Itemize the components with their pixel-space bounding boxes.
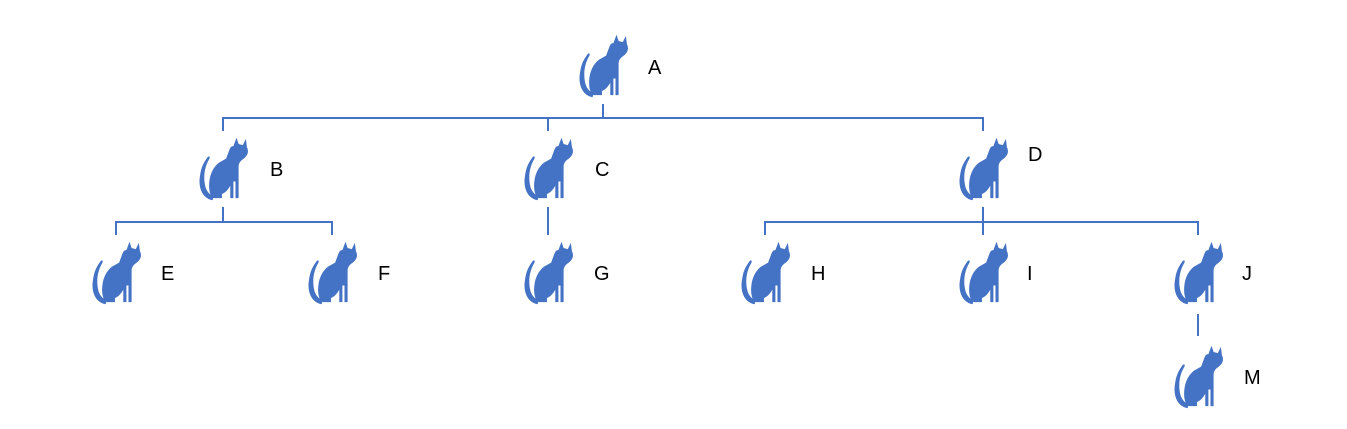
node-label: H (811, 263, 825, 285)
cat-icon (959, 241, 1008, 305)
connectors (115, 104, 1199, 336)
tree-node-i: I (959, 241, 1033, 305)
node-label: I (1027, 263, 1033, 285)
node-label: J (1242, 263, 1252, 285)
node-label: E (161, 263, 174, 285)
node-label: C (595, 159, 609, 181)
cat-icon (199, 137, 248, 201)
node-label: M (1244, 367, 1261, 389)
tree-node-f: F (308, 241, 390, 305)
cat-icon (308, 241, 357, 305)
cat-icon (92, 241, 141, 305)
cat-icon (959, 137, 1008, 201)
tree-node-c: C (524, 137, 609, 201)
node-label: D (1028, 144, 1042, 166)
tree-node-g: G (524, 241, 610, 305)
node-label: G (594, 263, 610, 285)
cat-icon (524, 241, 573, 305)
cat-icon (1174, 241, 1223, 305)
node-label: A (648, 57, 662, 79)
tree-node-b: B (199, 137, 283, 201)
cat-icon (579, 34, 628, 98)
cat-icon (741, 241, 790, 305)
node-label: F (378, 263, 390, 285)
cat-icon (1174, 345, 1223, 409)
tree-node-j: J (1174, 241, 1252, 305)
tree-node-m: M (1174, 345, 1261, 409)
tree-node-e: E (92, 241, 174, 305)
cat-icon (524, 137, 573, 201)
node-label: B (270, 159, 283, 181)
tree-node-a: A (579, 34, 662, 98)
tree-node-d: D (959, 137, 1042, 201)
tree-node-h: H (741, 241, 825, 305)
